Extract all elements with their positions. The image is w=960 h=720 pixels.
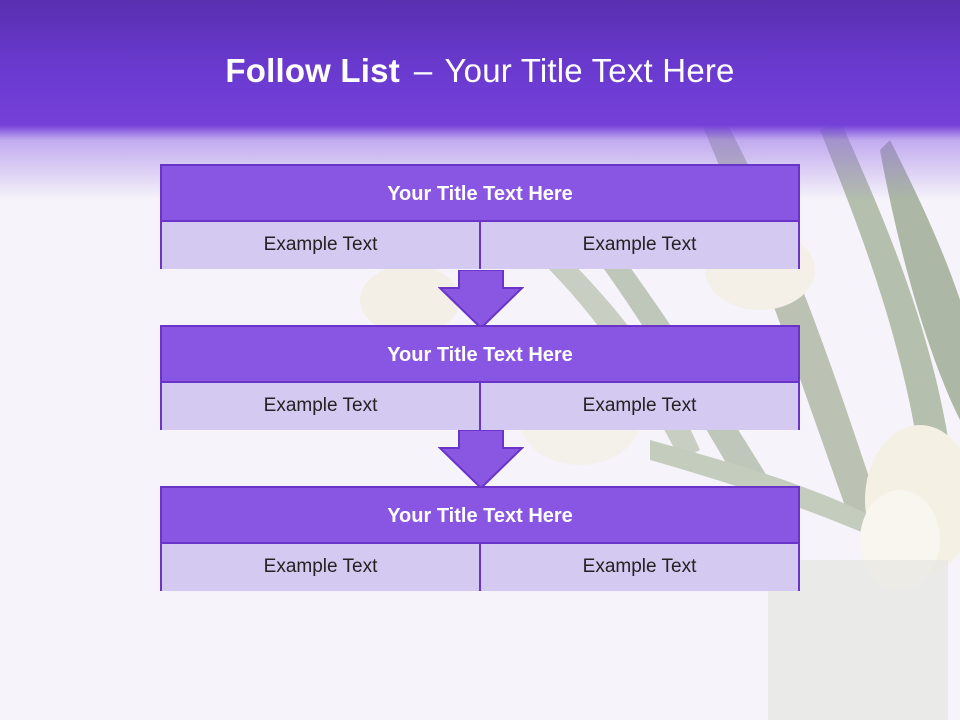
title-bold-text: Follow List <box>225 52 400 89</box>
down-arrow-icon <box>438 270 524 330</box>
step-cell-right: Example Text <box>479 383 798 430</box>
step-row: Example Text Example Text <box>162 544 798 591</box>
step-title: Your Title Text Here <box>162 327 798 383</box>
step-cell-left: Example Text <box>162 544 479 591</box>
down-arrow-icon <box>438 430 524 490</box>
step-box-1: Your Title Text Here Example Text Exampl… <box>160 164 800 269</box>
step-box-2: Your Title Text Here Example Text Exampl… <box>160 325 800 430</box>
step-title: Your Title Text Here <box>162 488 798 544</box>
step-cell-right: Example Text <box>479 544 798 591</box>
step-title: Your Title Text Here <box>162 166 798 222</box>
slide-title: Follow List–Your Title Text Here <box>0 52 960 90</box>
step-cell-left: Example Text <box>162 383 479 430</box>
title-separator: – <box>413 52 433 89</box>
step-row: Example Text Example Text <box>162 222 798 269</box>
step-cell-right: Example Text <box>479 222 798 269</box>
title-rest-text: Your Title Text Here <box>444 52 735 89</box>
step-cell-left: Example Text <box>162 222 479 269</box>
step-box-3: Your Title Text Here Example Text Exampl… <box>160 486 800 591</box>
step-row: Example Text Example Text <box>162 383 798 430</box>
